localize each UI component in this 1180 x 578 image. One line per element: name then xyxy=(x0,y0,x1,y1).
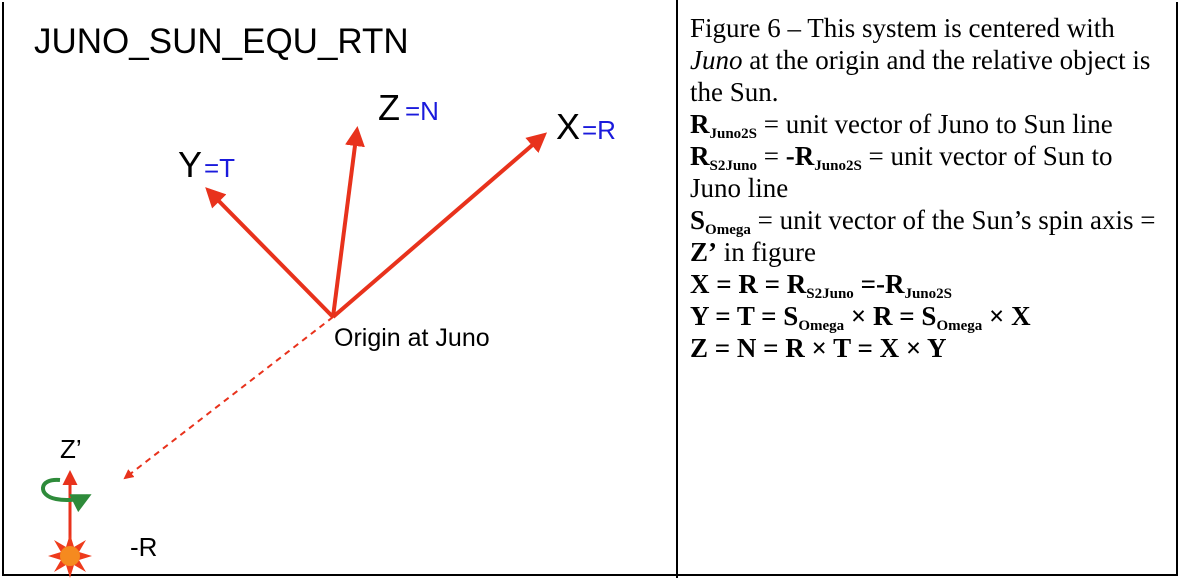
symbol-r: R xyxy=(690,141,710,171)
definition-text-end: in figure xyxy=(717,237,816,267)
caption-juno-italic: Juno xyxy=(690,45,743,75)
definition-text: = unit vector of Juno to Sun line xyxy=(757,109,1113,139)
symbol-r: R xyxy=(690,109,710,139)
subscript: Juno2S xyxy=(709,126,758,142)
y-axis-suffix: =T xyxy=(204,153,235,183)
subscript: S2Juno xyxy=(806,286,854,302)
equation-part: X = R = R xyxy=(690,269,807,299)
equation-part: × R = S xyxy=(844,301,937,331)
y-axis-arrow xyxy=(205,187,335,319)
eq-y: Y = T = SOmega × R = SOmega × X xyxy=(690,300,1170,334)
eq-x: X = R = RS2Juno =-RJuno2S xyxy=(690,268,1170,302)
y-axis-label: Y xyxy=(178,144,202,185)
caption-panel: Figure 6 – This system is centered with … xyxy=(690,12,1170,364)
rotation-arrow-icon xyxy=(41,477,92,513)
definition-text: = unit vector of Sun to Juno line xyxy=(690,141,1113,203)
spin-axis-label: Z’ xyxy=(60,434,82,464)
z-axis-label: Z xyxy=(378,87,400,128)
def-r-juno2s: RJuno2S = unit vector of Juno to Sun lin… xyxy=(690,108,1170,142)
subscript: Omega xyxy=(798,318,845,334)
equals: = xyxy=(757,141,786,171)
z-axis-suffix: =N xyxy=(405,96,439,126)
definition-text: = unit vector of the Sun’s spin axis = xyxy=(750,205,1156,235)
def-s-omega: SOmega = unit vector of the Sun’s spin a… xyxy=(690,204,1170,268)
subscript: Omega xyxy=(936,318,983,334)
symbol-z-prime: Z’ xyxy=(690,237,717,267)
symbol-s: S xyxy=(690,205,706,235)
diagram-panel: JUNO_SUN_EQU_RTN Z =N X =R Y =T Origin a… xyxy=(34,22,616,578)
sun-icon xyxy=(48,534,92,578)
symbol-neg-r: -R xyxy=(785,141,815,171)
z-axis-arrow xyxy=(331,126,365,318)
equation-part: Z = N = R × T = X × Y xyxy=(690,333,947,363)
origin-label: Origin at Juno xyxy=(334,324,490,352)
neg-r-dashed-arrow xyxy=(123,316,334,480)
equation-part: Y = T = S xyxy=(690,301,799,331)
x-axis-arrow xyxy=(331,132,548,319)
subscript: Omega xyxy=(705,222,751,238)
coordinate-diagram: Z =N X =R Y =T Origin at Juno Z’ -R xyxy=(41,87,616,578)
subscript: Juno2S xyxy=(814,158,862,174)
x-axis-label: X xyxy=(556,106,580,147)
neg-r-label: -R xyxy=(130,532,157,562)
subscript: S2Juno xyxy=(709,158,758,174)
figure-caption: Figure 6 – This system is centered with … xyxy=(690,12,1170,108)
eq-z: Z = N = R × T = X × Y xyxy=(690,332,1170,364)
caption-text-2: at the origin and the relative object is… xyxy=(690,45,1151,107)
subscript: Juno2S xyxy=(904,286,952,302)
def-r-s2juno: RS2Juno = -RJuno2S = unit vector of Sun … xyxy=(690,140,1170,204)
equation-part: =-R xyxy=(853,269,905,299)
diagram-title: JUNO_SUN_EQU_RTN xyxy=(34,22,409,61)
panel-divider xyxy=(676,0,678,578)
x-axis-suffix: =R xyxy=(582,115,616,145)
caption-text: Figure 6 – This system is centered with xyxy=(690,13,1115,43)
equation-part: × X xyxy=(982,301,1031,331)
